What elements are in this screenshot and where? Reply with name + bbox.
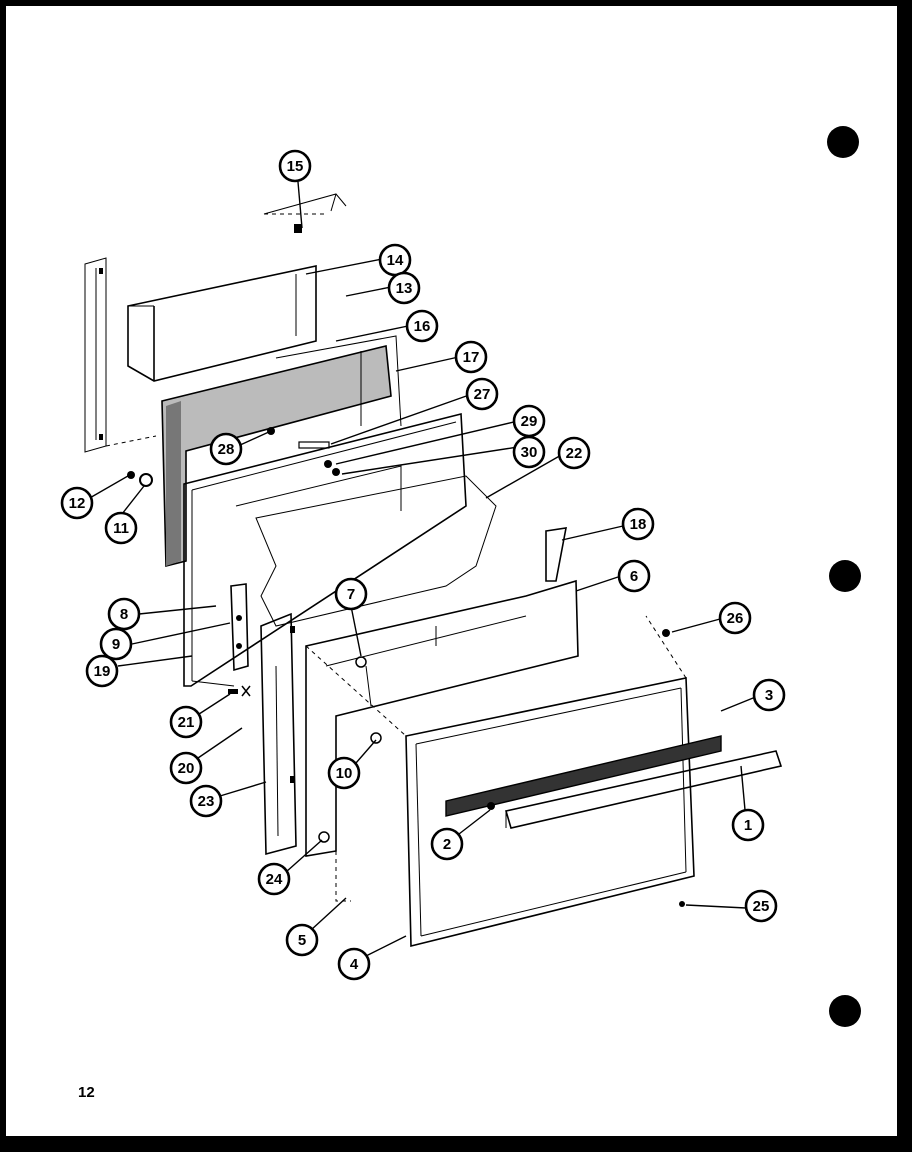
callout-16: 16 — [405, 309, 439, 343]
svg-text:16: 16 — [414, 318, 431, 335]
callout-6: 6 — [617, 559, 651, 593]
callout-28: 28 — [209, 432, 243, 466]
svg-text:24: 24 — [266, 871, 283, 888]
callout-22: 22 — [557, 436, 591, 470]
callout-18: 18 — [621, 507, 655, 541]
binder-hole-middle — [829, 560, 861, 592]
callout-24: 24 — [257, 862, 291, 896]
part-14-inner-box — [127, 265, 317, 382]
callout-17: 17 — [454, 340, 488, 374]
part-5-lower-panel — [335, 851, 351, 902]
callout-23: 23 — [189, 784, 223, 818]
callout-25: 25 — [744, 889, 778, 923]
binder-hole-bottom — [829, 995, 861, 1027]
svg-text:22: 22 — [566, 445, 583, 462]
callout-11: 11 — [104, 511, 138, 545]
hardware-screws — [127, 427, 685, 907]
svg-text:8: 8 — [120, 606, 128, 623]
callout-19: 19 — [85, 654, 119, 688]
callout-8: 8 — [107, 597, 141, 631]
svg-text:2: 2 — [443, 836, 451, 853]
parts-diagram-sheet: 15 14 13 16 17 27 29 30 28 22 12 — [6, 6, 897, 1136]
callout-9: 9 — [99, 627, 133, 661]
part-19-door-liner — [183, 412, 467, 687]
part-4-outer-door — [305, 615, 695, 948]
svg-text:23: 23 — [198, 793, 215, 810]
svg-text:20: 20 — [178, 760, 195, 777]
callout-2: 2 — [430, 827, 464, 861]
svg-text:10: 10 — [336, 765, 353, 782]
leader-lines — [87, 181, 759, 957]
callout-29: 29 — [512, 404, 546, 438]
svg-text:1: 1 — [744, 817, 752, 834]
part-8-hinge-bracket — [230, 583, 249, 672]
svg-text:19: 19 — [94, 663, 111, 680]
part-15-top-clip — [263, 193, 347, 233]
svg-text:21: 21 — [178, 714, 195, 731]
callout-7: 7 — [334, 577, 368, 611]
callout-15: 15 — [278, 149, 312, 183]
svg-text:12: 12 — [69, 495, 86, 512]
svg-text:11: 11 — [113, 520, 129, 537]
svg-text:7: 7 — [347, 586, 355, 603]
callout-12: 12 — [60, 486, 94, 520]
callout-4: 4 — [337, 947, 371, 981]
part-16-insulation — [161, 345, 392, 568]
svg-text:17: 17 — [463, 349, 480, 366]
svg-text:14: 14 — [387, 252, 404, 269]
callout-21: 21 — [169, 705, 203, 739]
callout-20: 20 — [169, 751, 203, 785]
svg-text:13: 13 — [396, 280, 413, 297]
part-3-handle-trim — [445, 735, 722, 817]
page-number: 12 — [78, 1084, 95, 1101]
callout-30: 30 — [512, 435, 546, 469]
callout-14: 14 — [378, 243, 412, 277]
svg-text:25: 25 — [753, 898, 770, 915]
svg-text:6: 6 — [630, 568, 638, 585]
part-22-window-glass — [255, 475, 497, 627]
svg-text:30: 30 — [521, 444, 538, 461]
callout-3: 3 — [752, 678, 786, 712]
callout-1: 1 — [731, 808, 765, 842]
svg-text:3: 3 — [765, 687, 773, 704]
svg-text:4: 4 — [350, 956, 359, 973]
svg-text:5: 5 — [298, 932, 306, 949]
svg-text:18: 18 — [630, 516, 647, 533]
callout-13: 13 — [387, 271, 421, 305]
part-23-side-rail — [260, 612, 297, 856]
svg-text:9: 9 — [112, 636, 120, 653]
svg-text:15: 15 — [287, 158, 304, 175]
svg-text:28: 28 — [218, 441, 235, 458]
svg-text:27: 27 — [474, 386, 491, 403]
callout-27: 27 — [465, 377, 499, 411]
exploded-door-diagram: 15 14 13 16 17 27 29 30 28 22 12 — [60, 126, 861, 1027]
svg-text:26: 26 — [727, 610, 744, 627]
callout-26: 26 — [718, 601, 752, 635]
part-1-handle-bar — [504, 750, 783, 829]
binder-hole-top — [827, 126, 859, 158]
part-17-inner-panel — [275, 335, 402, 427]
svg-text:29: 29 — [521, 413, 538, 430]
part-18-hinge-arm — [545, 527, 567, 582]
callout-5: 5 — [285, 923, 319, 957]
part-13-rear-panel — [84, 257, 157, 453]
callout-10: 10 — [327, 756, 361, 790]
